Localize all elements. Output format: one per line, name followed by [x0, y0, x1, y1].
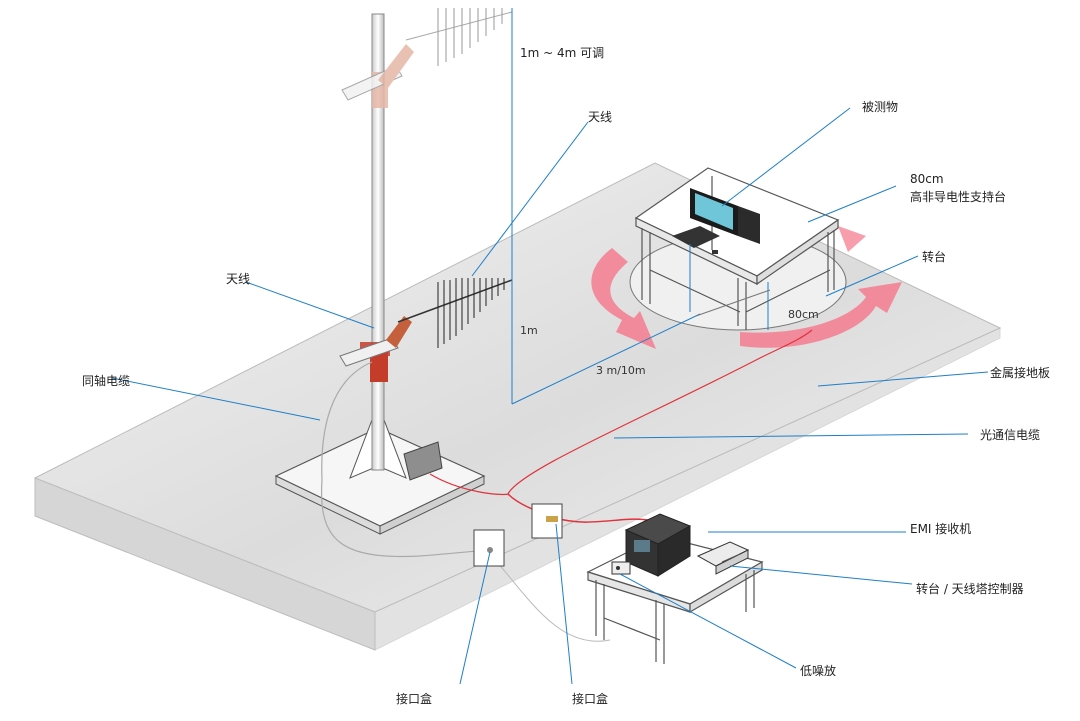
- dimension-lines: [511, 8, 771, 405]
- fiber-optic-cable: [429, 329, 813, 496]
- label-coax-cable: 同轴电缆: [82, 374, 131, 388]
- dimension-distance: 3 m/10m: [596, 364, 646, 377]
- preamplifier: [611, 561, 631, 575]
- antenna-low-position: [339, 278, 513, 382]
- coax-cable: [320, 361, 494, 558]
- label-antenna-left: 天线: [226, 272, 251, 286]
- label-preamplifier: 低噪放: [800, 664, 837, 678]
- coax-cable-to-receiver: [491, 555, 611, 642]
- label-eut: 被测物: [862, 100, 899, 114]
- label-antenna-top: 天线: [588, 110, 613, 124]
- label-turntable-controller: 转台 / 天线塔控制器: [916, 582, 1024, 596]
- interface-box-left: [473, 529, 505, 567]
- turntable-mast-controller: [696, 541, 750, 575]
- turntable-rotation-arrow-right: [740, 282, 902, 348]
- label-emi-receiver: EMI 接收机: [910, 522, 972, 536]
- label-height-adjust: 1m ~ 4m 可调: [520, 46, 605, 60]
- label-turntable: 转台: [922, 250, 947, 264]
- dimension-80cm: 80cm: [788, 308, 819, 321]
- label-table-height: 80cm: [910, 172, 944, 186]
- turntable-rotation-arrow-top: [838, 226, 866, 252]
- dimension-1m: 1m: [520, 324, 538, 337]
- label-interface-box-left: 接口盒: [396, 692, 433, 706]
- label-interface-box-right: 接口盒: [572, 692, 609, 706]
- emi-receiver: [624, 513, 692, 577]
- label-fiber-cable: 光通信电缆: [980, 428, 1041, 442]
- eut-computer: [672, 188, 760, 254]
- label-nonconductive-table: 高非导电性支持台: [910, 190, 1007, 204]
- antenna-top-position: [341, 8, 513, 108]
- label-metal-ground-plane: 金属接地板: [990, 366, 1051, 380]
- leader-lines: [111, 107, 989, 685]
- turntable-rotation-arrow-left: [591, 248, 656, 349]
- interface-box-right: [531, 503, 563, 539]
